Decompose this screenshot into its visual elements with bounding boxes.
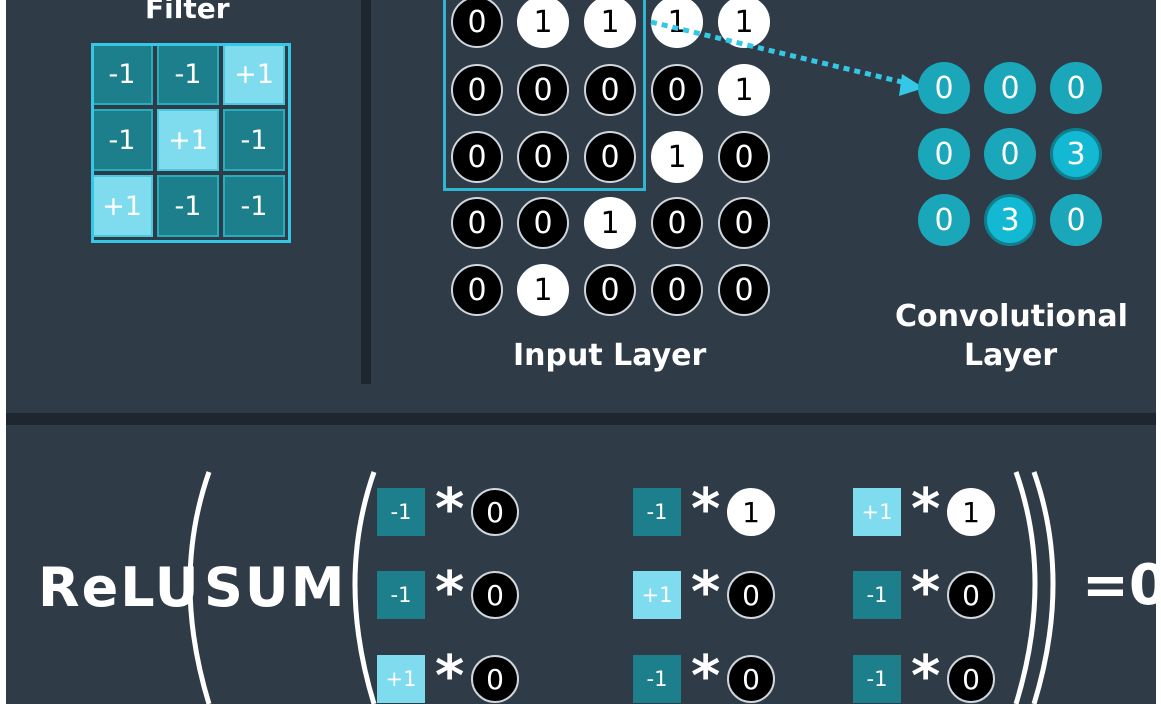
weight-square: +1 [633, 571, 681, 619]
weight-square: -1 [377, 571, 425, 619]
conv-cell: 0 [984, 62, 1036, 114]
filter-cell: -1 [91, 109, 153, 171]
input-cell: 0 [651, 264, 703, 316]
input-cell: 0 [451, 197, 503, 249]
filter-cell: -1 [157, 175, 219, 237]
input-cell: 0 [718, 264, 770, 316]
multiply-symbol: * [911, 560, 941, 625]
weight-square: -1 [853, 571, 901, 619]
input-cell: 0 [517, 197, 569, 249]
input-cell: 0 [451, 64, 503, 116]
input-cell: 0 [584, 264, 636, 316]
conv-cell: 0 [1050, 62, 1102, 114]
horizontal-divider [6, 413, 1156, 425]
multiply-symbol: * [435, 560, 465, 625]
filter-grid: -1-1+1-1+1-1+1-1-1 [91, 43, 289, 241]
input-cell: 1 [517, 264, 569, 316]
multiply-symbol: * [691, 560, 721, 625]
filter-cell: -1 [223, 175, 285, 237]
multiply-symbol: * [691, 477, 721, 542]
input-cell: 1 [651, 131, 703, 183]
conv-cell: 0 [918, 62, 970, 114]
filter-title: Filter [145, 0, 230, 25]
conv-cell: 0 [918, 128, 970, 180]
input-cell: 1 [584, 0, 636, 48]
input-cell: 0 [517, 131, 569, 183]
input-cell: 1 [718, 64, 770, 116]
input-value-circle: 0 [727, 571, 775, 619]
vertical-divider [361, 0, 371, 384]
conv-cell: 0 [1050, 194, 1102, 246]
input-cell: 0 [718, 131, 770, 183]
multiply-symbol: * [691, 644, 721, 704]
multiply-symbol: * [911, 477, 941, 542]
filter-cell: -1 [223, 109, 285, 171]
input-value-circle: 0 [471, 571, 519, 619]
filter-grid-border [91, 43, 291, 243]
weight-square: -1 [633, 488, 681, 536]
filter-window-highlight [443, 0, 646, 191]
input-cell: 0 [451, 264, 503, 316]
input-value-circle: 0 [727, 655, 775, 703]
weight-square: +1 [853, 488, 901, 536]
weight-square: -1 [853, 655, 901, 703]
input-cell: 1 [584, 197, 636, 249]
filter-cell: +1 [91, 175, 153, 237]
conv-cell: 3 [1050, 128, 1102, 180]
conv-layer-label-line1: Convolutional [895, 299, 1128, 334]
weight-square: -1 [377, 488, 425, 536]
conv-layer-label-line2: Layer [964, 338, 1058, 373]
result-label: =0 [1082, 553, 1156, 618]
relu-label: ReLU [38, 556, 201, 619]
conv-cell: 0 [918, 194, 970, 246]
input-cell: 0 [451, 131, 503, 183]
input-value-circle: 0 [471, 655, 519, 703]
input-cell: 1 [517, 0, 569, 48]
weight-square: +1 [377, 655, 425, 703]
input-value-circle: 1 [727, 488, 775, 536]
sum-label: SUM [204, 556, 347, 619]
filter-cell: +1 [157, 109, 219, 171]
input-value-circle: 0 [471, 488, 519, 536]
input-value-circle: 0 [947, 655, 995, 703]
arrow-to-output [650, 19, 924, 96]
input-value-circle: 1 [947, 488, 995, 536]
input-cell: 0 [651, 197, 703, 249]
input-layer-label: Input Layer [513, 338, 707, 373]
input-value-circle: 0 [947, 571, 995, 619]
input-cell: 0 [451, 0, 503, 48]
multiply-symbol: * [911, 644, 941, 704]
filter-cell: +1 [223, 43, 285, 105]
input-cell: 0 [651, 64, 703, 116]
conv-cell: 0 [984, 128, 1036, 180]
input-cell: 0 [584, 131, 636, 183]
input-cell: 0 [517, 64, 569, 116]
multiply-symbol: * [435, 644, 465, 704]
multiply-symbol: * [435, 477, 465, 542]
conv-cell: 3 [984, 194, 1036, 246]
weight-square: -1 [633, 655, 681, 703]
input-cell: 0 [718, 197, 770, 249]
equation-parentheses [187, 471, 1056, 704]
input-cell: 0 [584, 64, 636, 116]
input-cell: 1 [651, 0, 703, 48]
